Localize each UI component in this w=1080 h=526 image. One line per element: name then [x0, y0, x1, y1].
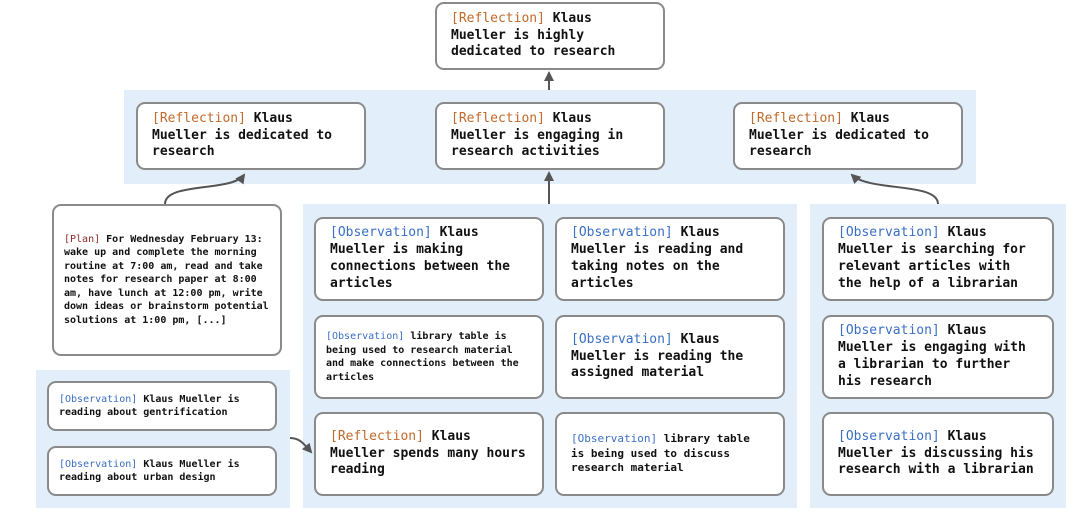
left-observation-node-1: [Observation] Klaus Mueller is reading a… — [47, 381, 277, 431]
top-reflection-node: [Reflection] Klaus Mueller is highly ded… — [435, 2, 665, 70]
middle-node-4: [Observation] Klaus Mueller is reading t… — [555, 315, 785, 399]
node-text: Klaus Mueller spends many hours reading — [330, 428, 526, 478]
reflection-tag: [Reflection] — [749, 110, 843, 126]
node-text: library table is being used to discuss r… — [571, 431, 750, 475]
observation-tag: [Observation] — [838, 428, 940, 444]
observation-tag: [Observation] — [838, 323, 940, 339]
node-text: Klaus Mueller is reading the assigned ma… — [571, 331, 744, 381]
node-text: library table is being used to research … — [326, 331, 519, 383]
right-observation-node-3: [Observation] Klaus Mueller is discussin… — [822, 412, 1054, 496]
node-text: Klaus Mueller is engaging in research ac… — [451, 110, 624, 160]
observation-tag: [Observation] — [59, 393, 138, 405]
arrow-left-to-middle — [289, 437, 313, 454]
middle-node-2: [Observation] Klaus Mueller is reading a… — [555, 217, 785, 301]
node-text: Klaus Mueller is dedicated to research — [749, 110, 930, 160]
middle-node-5: [Reflection] Klaus Mueller spends many h… — [314, 412, 544, 496]
observation-tag: [Observation] — [59, 458, 138, 470]
middle-node-3: [Observation] library table is being use… — [314, 315, 544, 399]
node-text: Klaus Mueller is searching for relevant … — [838, 225, 1026, 291]
node-text: Klaus Mueller is reading about urban des… — [59, 458, 240, 484]
reflection-tag: [Reflection] — [152, 110, 246, 126]
node-text: Klaus Mueller is highly dedicated to res… — [451, 10, 616, 60]
node-text: Klaus Mueller is making connections betw… — [330, 225, 511, 291]
reflection-node-left: [Reflection] Klaus Mueller is dedicated … — [136, 102, 366, 170]
node-text: Klaus Mueller is reading and taking note… — [571, 225, 744, 291]
arrow-plan-to-reflection — [164, 173, 246, 205]
right-observation-node-1: [Observation] Klaus Mueller is searching… — [822, 217, 1054, 301]
arrow-right-to-reflection — [850, 173, 939, 205]
plan-node: [Plan] For Wednesday February 13: wake u… — [52, 204, 282, 356]
reflection-node-right: [Reflection] Klaus Mueller is dedicated … — [733, 102, 963, 170]
left-observation-node-2: [Observation] Klaus Mueller is reading a… — [47, 446, 277, 496]
observation-tag: [Observation] — [571, 225, 673, 241]
reflection-tag: [Reflection] — [330, 428, 424, 444]
reflection-node-center: [Reflection] Klaus Mueller is engaging i… — [435, 102, 665, 170]
observation-tag: [Observation] — [571, 431, 658, 445]
plan-tag: [Plan] — [64, 233, 101, 245]
node-text: Klaus Mueller is discussing his research… — [838, 428, 1034, 478]
node-text: Klaus Mueller is dedicated to research — [152, 110, 333, 160]
node-text: For Wednesday February 13: wake up and c… — [64, 233, 269, 326]
right-observation-node-2: [Observation] Klaus Mueller is engaging … — [822, 315, 1054, 399]
node-text: Klaus Mueller is reading about gentrific… — [59, 393, 240, 419]
node-text: Klaus Mueller is engaging with a librari… — [838, 323, 1026, 389]
observation-tag: [Observation] — [326, 331, 405, 342]
reflection-tag: [Reflection] — [451, 110, 545, 126]
middle-node-6: [Observation] library table is being use… — [555, 412, 785, 496]
observation-tag: [Observation] — [571, 331, 673, 347]
reflection-tag: [Reflection] — [451, 10, 545, 26]
middle-node-1: [Observation] Klaus Mueller is making co… — [314, 217, 544, 301]
observation-tag: [Observation] — [330, 225, 432, 241]
observation-tag: [Observation] — [838, 225, 940, 241]
